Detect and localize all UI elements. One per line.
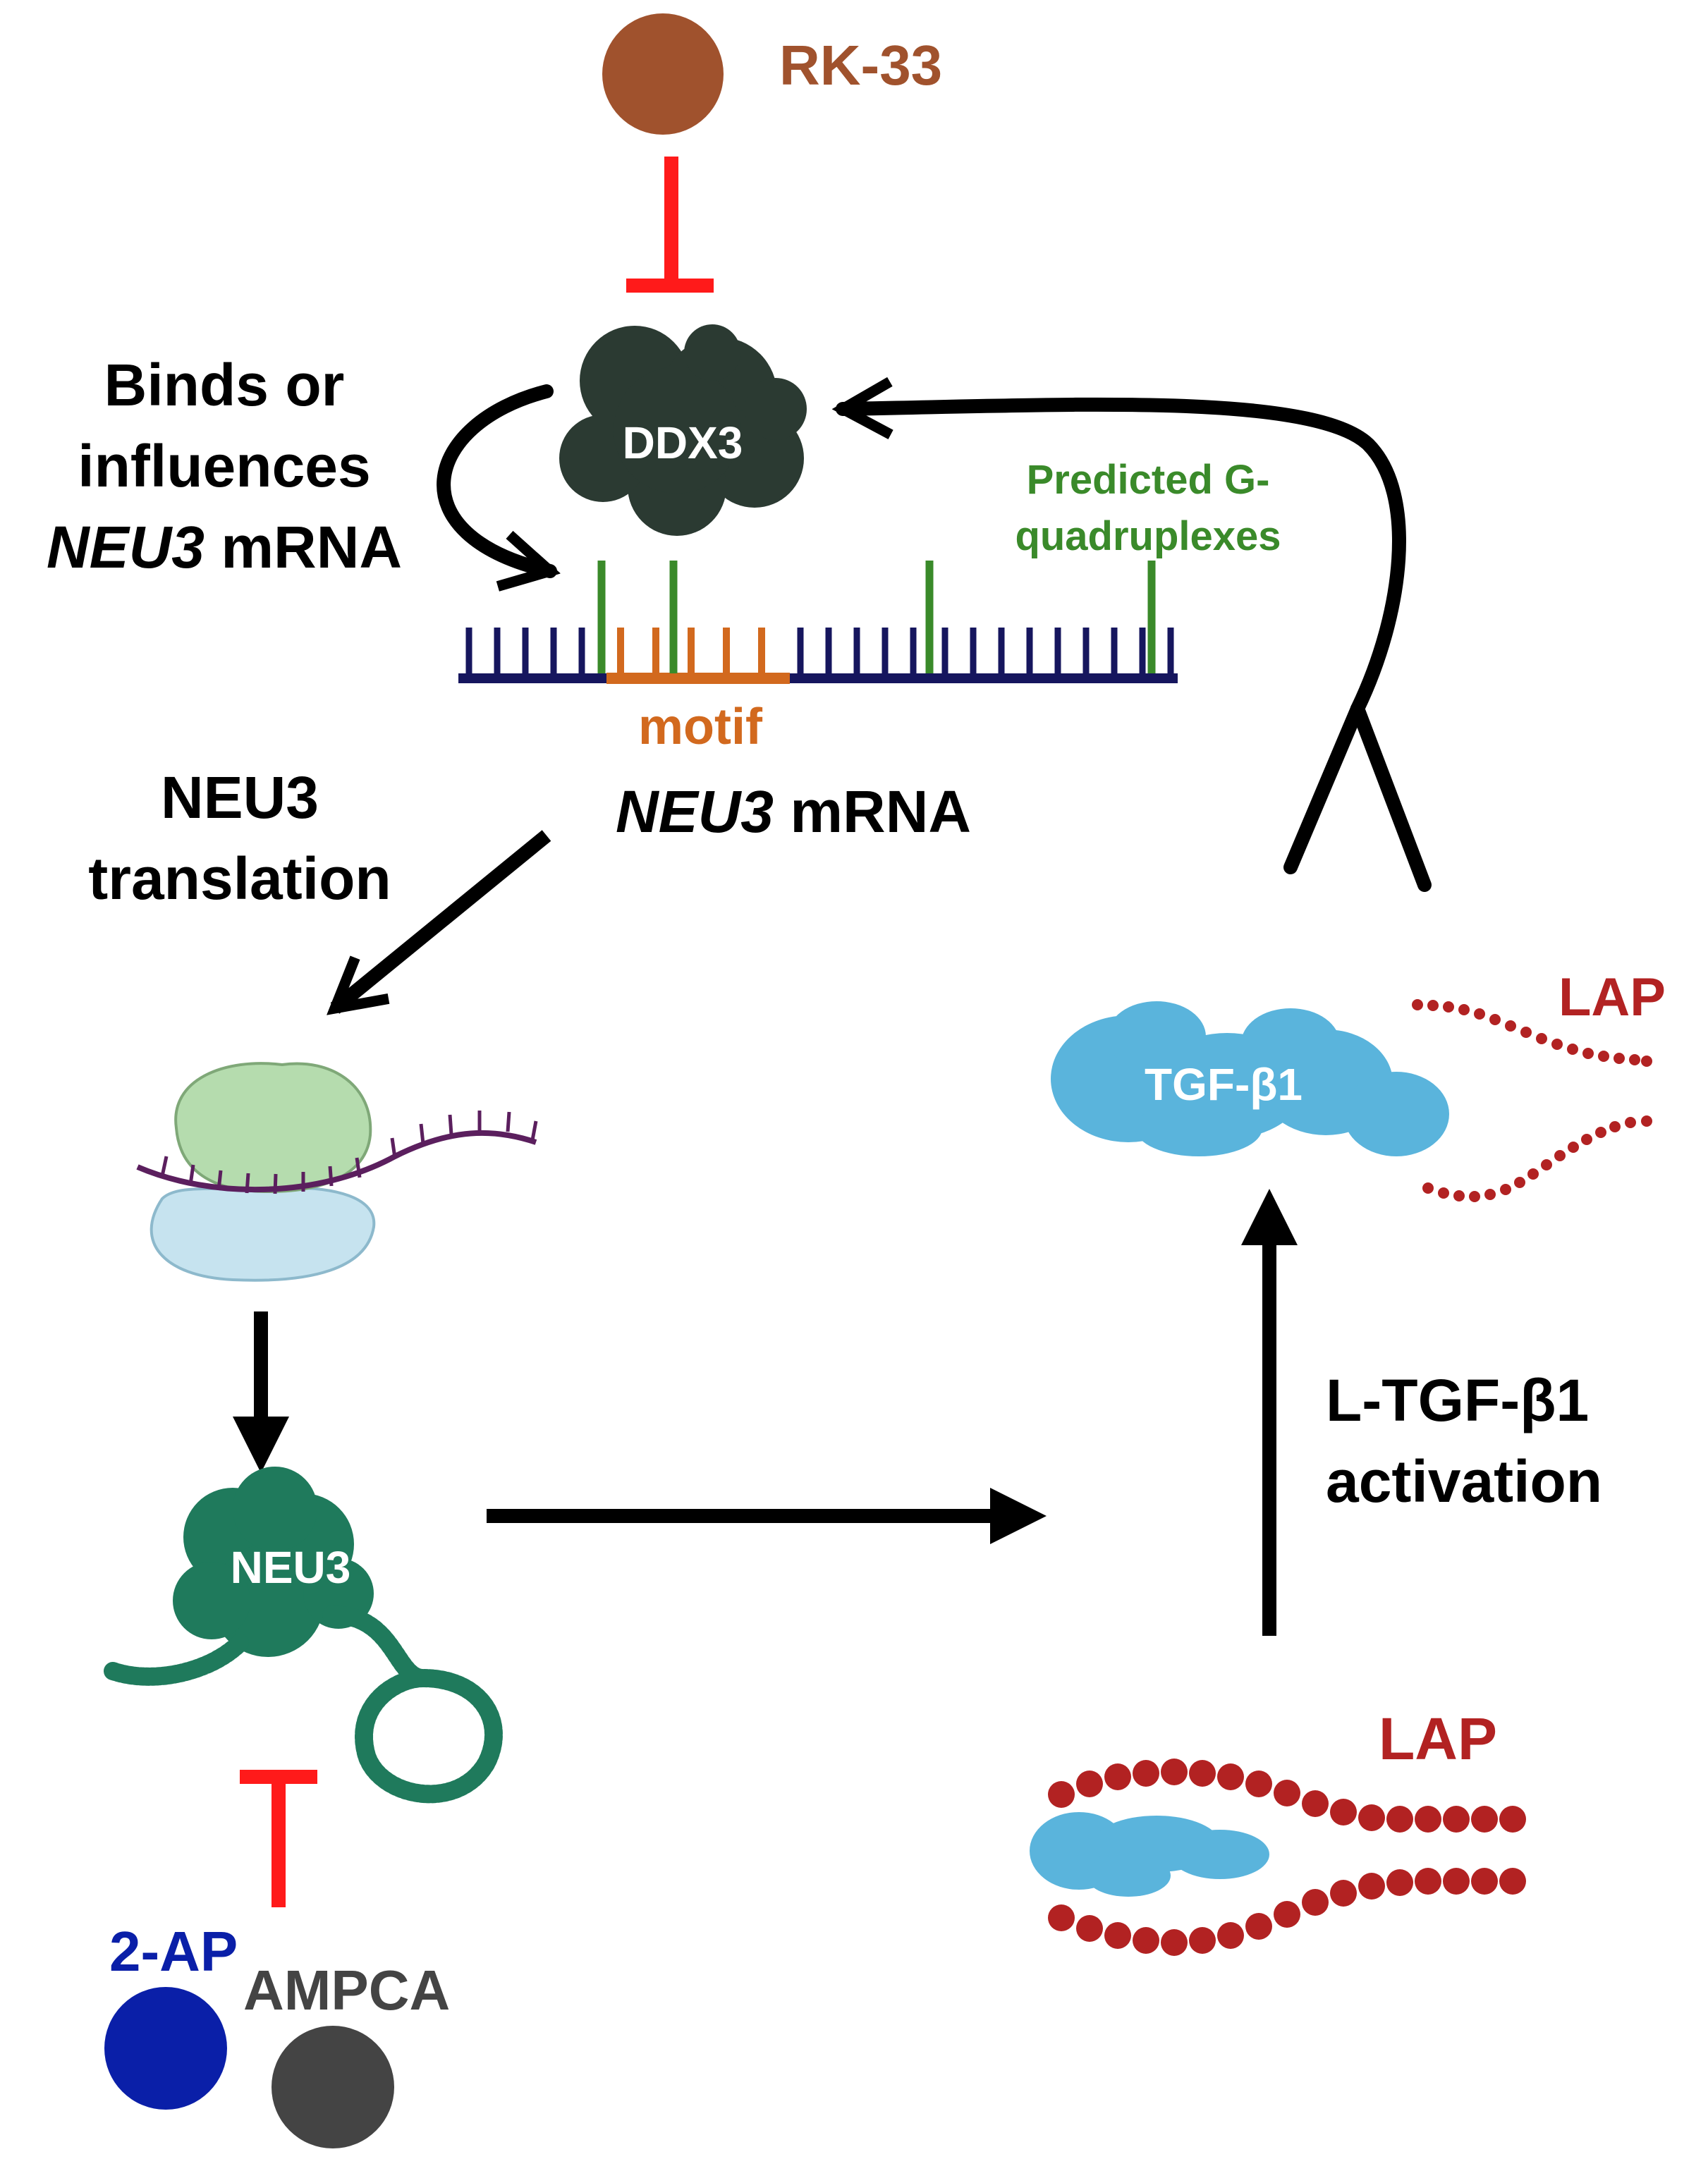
ribosome (136, 1062, 538, 1282)
neu3-label: NEU3 (231, 1542, 351, 1593)
neu3-tail (104, 1606, 503, 1804)
g-quadruplex-marks (597, 561, 1156, 673)
feedback-arrow (843, 405, 1432, 892)
motif-label: motif (638, 699, 763, 755)
lap-label-top: LAP (1558, 967, 1666, 1027)
inhibitor-2ap-molecule (104, 1987, 227, 2110)
rk33-molecule (602, 13, 724, 135)
rk33-label: RK-33 (779, 34, 942, 97)
binds-arrow (437, 384, 550, 571)
activation-label-line2: activation (1326, 1448, 1602, 1515)
inhibitor-ampca-molecule (272, 2026, 394, 2148)
g4-label-line2: quadruplexes (1015, 513, 1281, 559)
neu3-mrna-strand (458, 628, 1178, 684)
ddx3-protein (559, 324, 807, 536)
translation-label-line1: NEU3 (161, 764, 319, 831)
ddx3-label: DDX3 (623, 417, 743, 468)
inhibitor-2ap-label: 2-AP (109, 1920, 238, 1983)
mrna-label: NEU3 mRNA (616, 778, 971, 845)
latent-tgf-complex (1030, 1759, 1526, 1956)
translation-label-line2: translation (88, 845, 391, 912)
neu3-inhibition-bar (240, 1770, 317, 1907)
translation-arrow (335, 830, 551, 1008)
tgf-active-label: TGF-β1 (1145, 1059, 1303, 1110)
activation-label-line1: L-TGF-β1 (1326, 1367, 1589, 1433)
binds-text-line1: Binds or (104, 352, 345, 418)
binds-text-line3: NEU3 mRNA (47, 514, 402, 580)
binds-text-line2: influences (78, 433, 370, 499)
rk33-inhibition-bar (626, 157, 714, 293)
active-tgf-protein (1051, 1001, 1449, 1156)
inhibitor-ampca-label: AMPCA (243, 1959, 450, 2022)
g4-label-line1: Predicted G- (1027, 457, 1270, 503)
released-lap-chains (1412, 999, 1652, 1202)
lap-label-bottom: LAP (1379, 1706, 1497, 1772)
